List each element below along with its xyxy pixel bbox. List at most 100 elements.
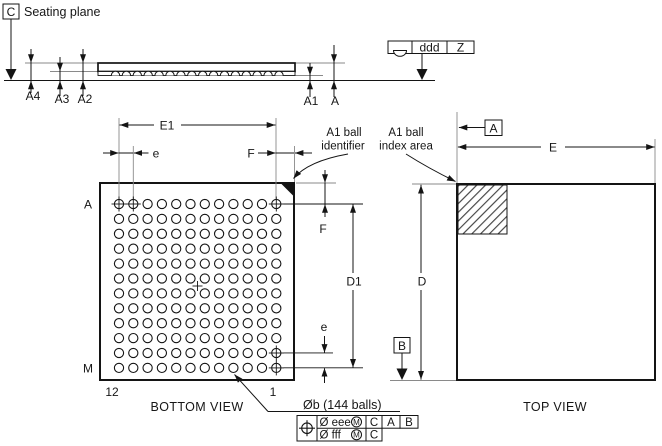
- solder-ball: [128, 318, 139, 329]
- side-solder-ball: [219, 70, 230, 76]
- position-tolerance-frame: Ø eee M C A B Ø fff M C: [296, 415, 419, 442]
- solder-ball: [142, 273, 153, 284]
- solder-ball: [171, 303, 182, 314]
- coplanarity-tolerance: ddd: [419, 41, 439, 55]
- solder-ball: [156, 258, 168, 269]
- datum-b: B: [393, 337, 411, 380]
- solder-ball: [128, 303, 139, 314]
- solder-ball: [242, 288, 253, 299]
- modifier-m-icon: M: [351, 429, 362, 441]
- a1-identifier-line2: identifier: [321, 141, 365, 153]
- solder-ball: [142, 318, 153, 329]
- solder-ball: [213, 318, 225, 329]
- solder-ball: [113, 318, 125, 329]
- package-substrate-profile: [97, 71, 296, 76]
- dim-f-vertical: F: [296, 170, 336, 236]
- solder-ball: [113, 273, 125, 284]
- solder-ball: [199, 318, 210, 329]
- solder-ball: [199, 332, 210, 344]
- solder-ball: [256, 318, 268, 329]
- solder-ball: [213, 243, 225, 254]
- side-solder-ball: [230, 70, 241, 76]
- a1-index-area-note: A1 ball index area: [379, 127, 456, 182]
- row-label-m: M: [83, 362, 93, 376]
- solder-ball: [171, 347, 182, 359]
- solder-ball: [185, 332, 196, 344]
- solder-ball: [256, 347, 268, 359]
- dim-e1: E1: [119, 119, 276, 133]
- solder-ball: [142, 303, 153, 314]
- solder-ball: [199, 273, 210, 284]
- solder-ball: [213, 273, 225, 284]
- solder-ball: [213, 303, 225, 314]
- solder-ball: [142, 347, 153, 359]
- position-tolerance-icon: [299, 420, 315, 437]
- solder-ball: [228, 258, 239, 269]
- solder-ball: [256, 198, 268, 210]
- solder-ball: [228, 318, 239, 329]
- solder-ball: [156, 362, 168, 374]
- solder-ball: [156, 318, 168, 329]
- solder-ball: [171, 318, 182, 329]
- solder-ball: [185, 362, 196, 374]
- index-area-leader: [405, 153, 456, 182]
- solder-ball: [271, 332, 282, 344]
- dim-a: A: [331, 45, 339, 108]
- solder-ball: [199, 198, 210, 210]
- a1-corner-notch: [280, 183, 294, 197]
- solder-ball: [213, 198, 225, 210]
- solder-ball: [113, 362, 125, 374]
- dim-a4: A4: [26, 49, 41, 103]
- center-mark: [192, 281, 203, 291]
- solder-ball: [128, 213, 139, 225]
- solder-ball: [242, 347, 253, 359]
- solder-ball: [228, 303, 239, 314]
- solder-ball: [113, 213, 125, 225]
- solder-ball: [185, 213, 196, 225]
- dim-a-label: A: [331, 94, 339, 108]
- side-solder-ball: [154, 70, 164, 76]
- solder-ball: [256, 243, 268, 254]
- col-label-1: 1: [270, 385, 277, 399]
- solder-ball: [228, 213, 239, 225]
- solder-ball: [213, 347, 225, 359]
- solder-ball: [142, 332, 153, 344]
- solder-ball: [128, 347, 139, 359]
- solder-ball: [242, 258, 253, 269]
- solder-ball: [185, 243, 196, 254]
- solder-ball: [271, 243, 282, 254]
- side-view-extension-lines: [25, 62, 345, 76]
- dim-d-label: D: [418, 275, 427, 289]
- side-view-solder-balls: [110, 70, 284, 76]
- solder-ball: [113, 288, 125, 299]
- solder-ball: [156, 228, 168, 239]
- index-area-line2: index area: [379, 141, 433, 153]
- solder-ball: [142, 362, 153, 374]
- solder-ball: [228, 228, 239, 239]
- a1-identifier-leader: [293, 153, 349, 179]
- solder-ball: [171, 273, 182, 284]
- side-solder-ball: [208, 70, 219, 76]
- solder-ball: [185, 347, 196, 359]
- solder-ball: [171, 362, 182, 374]
- datum-b-label: B: [398, 339, 406, 353]
- side-solder-ball: [198, 70, 208, 76]
- solder-ball: [213, 362, 225, 374]
- dim-e-v-label: e: [321, 320, 328, 334]
- solder-ball: [156, 273, 168, 284]
- coplanarity-icon: [392, 50, 408, 57]
- dim-a2: A2: [78, 49, 93, 106]
- dim-a3: A3: [55, 57, 70, 106]
- solder-ball: [142, 213, 153, 225]
- side-solder-ball: [143, 70, 153, 76]
- solder-ball: [128, 228, 139, 239]
- dim-e-horizontal: e: [103, 147, 160, 161]
- solder-ball: [128, 258, 139, 269]
- modifier-m-icon: M: [351, 416, 362, 428]
- dim-e-label: E: [549, 141, 557, 155]
- bottom-view-title: BOTTOM VIEW: [150, 400, 243, 414]
- side-solder-ball: [263, 70, 273, 76]
- solder-ball: [256, 258, 268, 269]
- side-solder-ball: [187, 70, 197, 76]
